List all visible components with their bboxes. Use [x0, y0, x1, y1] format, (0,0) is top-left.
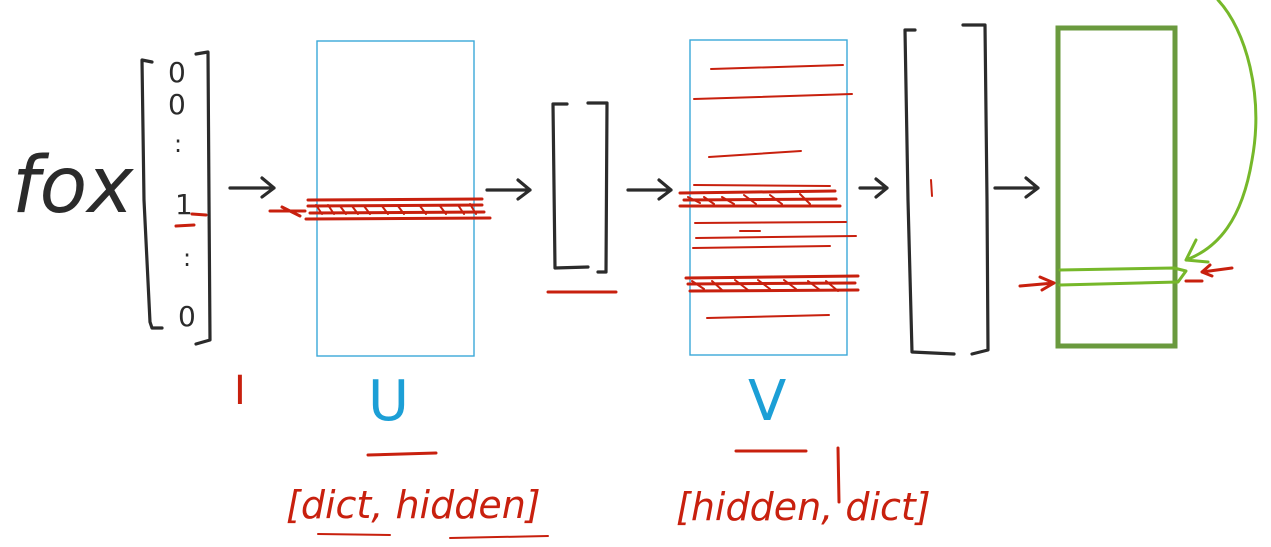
hidden-left-bracket	[551, 102, 590, 270]
onehot-entry-ellipsis-bottom: :	[183, 244, 191, 272]
label-u-underline	[366, 451, 438, 457]
hidden-right-bracket	[586, 101, 609, 274]
output-selected-row	[1058, 266, 1188, 287]
onehot-right-bracket	[194, 50, 212, 346]
score-vector	[903, 23, 990, 356]
output-box	[1055, 25, 1178, 349]
matrix-v-row-strokes	[678, 64, 860, 319]
score-right-bracket	[961, 23, 990, 356]
arrow-u-to-hidden	[485, 178, 532, 201]
feedback-arrow	[1184, 0, 1258, 264]
arrow-hidden-to-v	[626, 178, 673, 201]
label-matrix-v: V	[748, 369, 786, 434]
label-v-divider	[836, 446, 841, 504]
label-u-shape: [dict, hidden]	[286, 483, 541, 527]
input-word: fox	[12, 141, 134, 231]
onehot-entry-last: 0	[178, 300, 196, 333]
hidden-vector	[546, 101, 618, 294]
onehot-one-highlight	[174, 212, 208, 228]
onehot-entry-ellipsis-top: :	[174, 130, 182, 158]
output-row-left-arrow	[1018, 275, 1056, 292]
flow-arrows	[228, 176, 1040, 201]
arrow-scores-to-output	[993, 176, 1040, 199]
onehot-entry-0: 0	[168, 56, 186, 89]
onehot-vector: 0 0 : 1 : 0	[140, 50, 212, 346]
score-center-mark	[930, 179, 933, 197]
matrix-u	[268, 40, 492, 357]
onehot-entry-1: 0	[168, 88, 186, 121]
output-vector	[1018, 25, 1234, 349]
matrix-u-selected-row	[268, 197, 492, 221]
score-left-bracket	[903, 28, 956, 356]
matrix-v-box	[689, 39, 848, 356]
onehot-entry-one: 1	[175, 188, 193, 221]
arrow-onehot-to-u	[228, 176, 276, 199]
onehot-left-bracket	[140, 58, 164, 330]
label-matrix-u: U	[368, 369, 409, 434]
label-u-shape-underline	[317, 533, 549, 539]
arrow-v-to-scores	[858, 177, 889, 199]
output-row-right-arrow	[1184, 263, 1234, 283]
label-v-shape: [hidden, dict]	[676, 485, 931, 529]
label-input-i: I	[234, 368, 246, 414]
matrix-v	[678, 39, 860, 356]
